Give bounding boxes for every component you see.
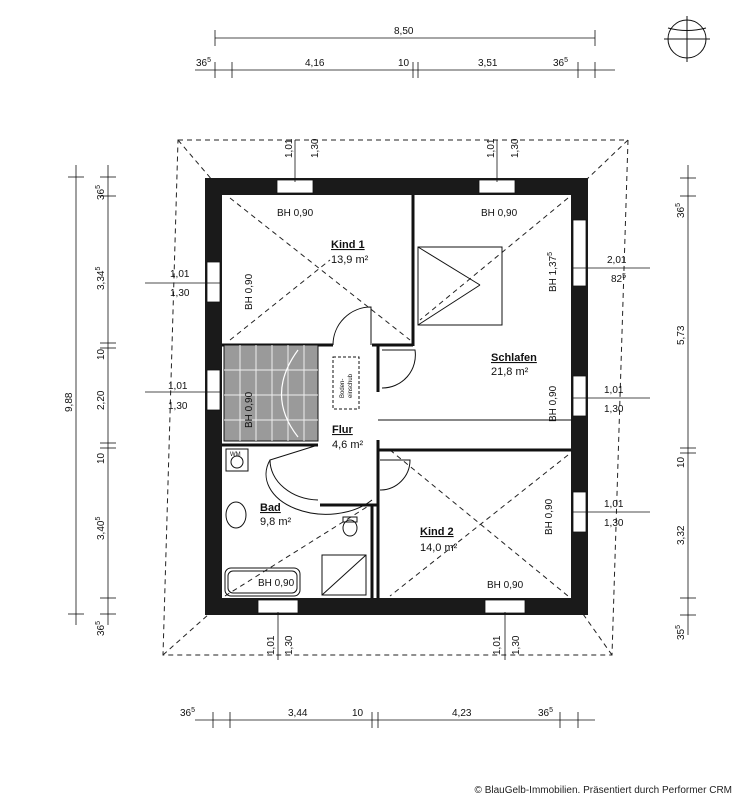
room-flur-area: 4,6 m² (332, 439, 364, 451)
washer-label: WM (230, 452, 241, 458)
room-kind2-name: Kind 2 (420, 526, 454, 538)
dim-left-seg1: 3,345 (95, 267, 107, 290)
room-schlafen-name: Schlafen (491, 352, 537, 364)
dim-top-seg1: 4,16 (305, 58, 325, 69)
win-bottom-right-w: 1,01 (492, 635, 503, 655)
win-top-left-w: 1,01 (284, 138, 295, 158)
dim-bottom-right-wall: 365 (538, 707, 553, 719)
room-kind1-area: 13,9 m² (331, 254, 369, 266)
bath-fixtures (224, 448, 367, 597)
doors (265, 306, 416, 515)
sill-kind1-left: BH 0,90 (244, 273, 255, 310)
win-top-left-h: 1,30 (310, 138, 321, 158)
north-arrow-icon (664, 16, 710, 62)
attic-hatch: Boden- einschub (332, 356, 360, 410)
sill-kind2-right: BH 0,90 (544, 498, 555, 535)
stair-opening-schlafen (417, 246, 503, 326)
roof-outline (162, 139, 629, 656)
sill-stair-left: BH 0,90 (244, 391, 255, 428)
win-right-mid-w: 1,01 (604, 385, 624, 396)
win-bottom-left-w: 1,01 (266, 635, 277, 655)
dim-left-mid2: 10 (96, 452, 107, 464)
dim-right-mid: 10 (676, 456, 687, 468)
dim-left-seg3: 3,405 (95, 517, 107, 540)
dim-top-mid: 10 (398, 58, 410, 69)
sill-schlafen-top: BH 0,90 (481, 208, 518, 219)
sill-bad-bottom: BH 0,90 (258, 578, 295, 589)
room-schlafen-area: 21,8 m² (491, 366, 529, 378)
dimension-lines (68, 30, 696, 728)
dim-left-top-wall: 365 (95, 185, 107, 200)
dim-top-total: 8,50 (394, 26, 414, 37)
sill-labels: BH 0,90 BH 0,90 BH 0,90 BH 0,90 BH 1,375… (244, 208, 559, 591)
sill-schlafen-right-upper: BH 1,375 (547, 252, 559, 292)
dim-top-left-wall: 365 (196, 57, 211, 69)
win-left-upper-h: 1,30 (170, 288, 190, 299)
dimension-texts: 8,50 365 4,16 10 3,51 365 365 3,44 10 4,… (64, 26, 687, 719)
win-left-mid-h: 1,30 (168, 401, 188, 412)
win-bottom-right-h: 1,30 (511, 635, 522, 655)
dim-left-bottom-wall: 365 (95, 621, 107, 636)
dim-right-top-wall: 365 (675, 203, 687, 218)
win-bottom-left-h: 1,30 (284, 635, 295, 655)
dim-top-seg2: 3,51 (478, 58, 498, 69)
win-right-mid-h: 1,30 (604, 404, 624, 415)
win-top-right-h: 1,30 (510, 138, 521, 158)
room-bad-name: Bad (260, 502, 281, 514)
dim-top-right-wall: 365 (553, 57, 568, 69)
sill-kind2-bottom: BH 0,90 (487, 580, 524, 591)
win-right-upper-h: 825 (611, 273, 626, 285)
dim-bottom-left-wall: 365 (180, 707, 195, 719)
windows (206, 179, 587, 614)
room-bad-area: 9,8 m² (260, 516, 292, 528)
hatch-label-2: einschub (348, 373, 354, 398)
win-right-upper-w: 2,01 (607, 255, 627, 266)
win-top-right-w: 1,01 (486, 138, 497, 158)
dim-right-bottom-wall: 355 (675, 625, 687, 640)
room-kind1-name: Kind 1 (331, 239, 365, 251)
win-right-lower-w: 1,01 (604, 499, 624, 510)
sill-kind1-top: BH 0,90 (277, 208, 314, 219)
sill-schlafen-right-lower: BH 0,90 (548, 385, 559, 422)
win-left-upper-w: 1,01 (170, 269, 190, 280)
hatch-label-1: Boden- (340, 379, 346, 398)
copyright-notice: © BlauGelb-Immobilien. Präsentiert durch… (474, 785, 732, 796)
win-right-lower-h: 1,30 (604, 518, 624, 529)
dim-right-seg2: 3,32 (676, 525, 687, 545)
room-flur-name: Flur (332, 424, 353, 436)
dim-left-seg2: 2,20 (96, 390, 107, 410)
dim-bottom-mid: 10 (352, 708, 364, 719)
dim-left-mid1: 10 (96, 348, 107, 360)
dim-left-total: 9,88 (64, 392, 75, 412)
dim-right-seg1: 5,73 (676, 325, 687, 345)
staircase (223, 344, 319, 442)
room-kind2-area: 14,0 m² (420, 542, 458, 554)
dim-bottom-seg1: 3,44 (288, 708, 308, 719)
dim-bottom-seg2: 4,23 (452, 708, 472, 719)
room-labels: Kind 1 13,9 m² Schlafen 21,8 m² Flur 4,6… (260, 239, 537, 554)
win-left-mid-w: 1,01 (168, 381, 188, 392)
